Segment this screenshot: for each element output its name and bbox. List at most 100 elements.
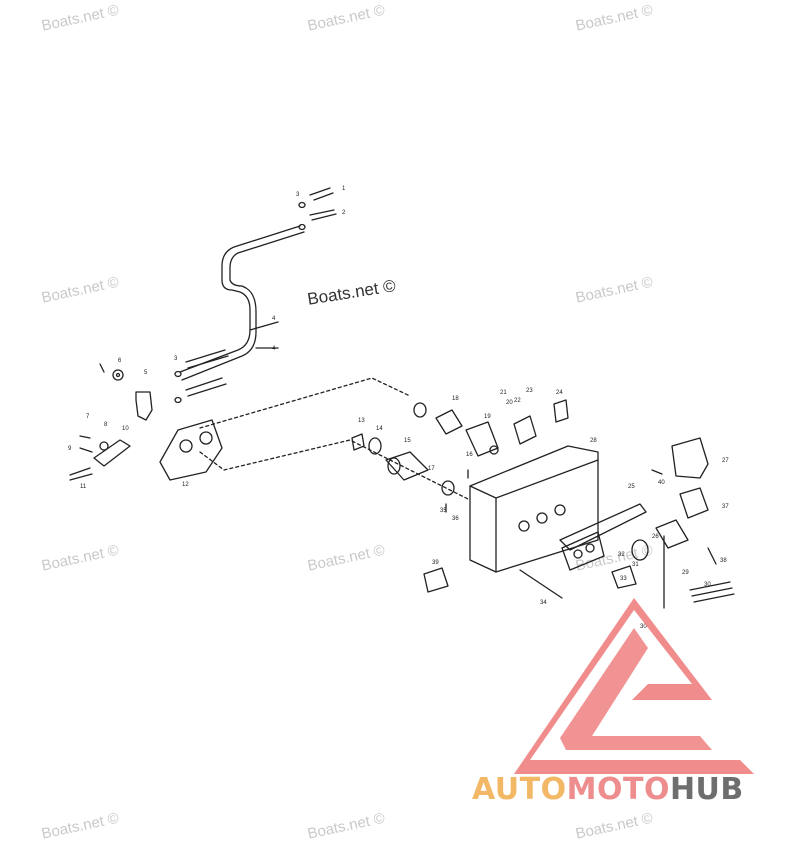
plate-hole	[179, 439, 193, 453]
mounting-plate	[159, 419, 223, 481]
callout-number: 10	[122, 426, 129, 432]
callout-number: 11	[80, 484, 87, 490]
callout-number: 4	[272, 316, 276, 322]
leader-dashed	[199, 377, 411, 429]
callout-number: 23	[526, 388, 533, 394]
logo-word-auto: AUTO	[472, 772, 567, 807]
callout-number: 28	[590, 438, 597, 444]
nut	[174, 370, 182, 378]
callout-number: 30	[640, 624, 647, 630]
knob-part	[351, 433, 365, 451]
callout-number: 14	[376, 426, 383, 432]
clip	[611, 565, 637, 589]
nut	[298, 201, 306, 209]
callout-number: 29	[682, 570, 689, 576]
callout-number: 33	[620, 576, 627, 582]
bracket	[135, 391, 153, 421]
plate-hole	[199, 431, 213, 445]
callout-number: 9	[68, 446, 72, 452]
small-parts	[79, 435, 93, 453]
callout-number: 12	[182, 482, 189, 488]
washer-hole	[115, 372, 121, 378]
callout-number: 19	[484, 414, 491, 420]
logo-wordmark: AUTOMOTOHUB	[472, 772, 744, 807]
callout-number: 3	[174, 356, 178, 362]
nut-hex	[435, 409, 463, 435]
callout-number: 7	[86, 414, 90, 420]
control-rod	[179, 225, 301, 373]
callout-number: 20	[506, 400, 513, 406]
callout-number: 22	[514, 398, 521, 404]
callout-number: 37	[722, 504, 729, 510]
nut	[298, 223, 306, 231]
callout-number: 3	[296, 192, 300, 198]
cable-end-2	[309, 209, 337, 221]
cable-end-3	[185, 349, 229, 369]
callout-number: 21	[500, 390, 507, 396]
label-plate	[423, 567, 449, 593]
callout-number: 15	[404, 438, 411, 444]
gasket	[561, 531, 605, 571]
shaft	[385, 451, 429, 481]
gasket-hole	[585, 543, 595, 553]
callout-number: 18	[452, 396, 459, 402]
pin	[489, 445, 499, 455]
callout-number: 40	[658, 480, 665, 486]
callout-number: 16	[466, 452, 473, 458]
nut	[174, 396, 182, 404]
callout-number: 38	[720, 558, 727, 564]
callout-number: 1	[342, 186, 346, 192]
callout-number: 25	[628, 484, 635, 490]
callout-number: 24	[556, 390, 563, 396]
callout-number: 30	[704, 582, 711, 588]
box-hole	[536, 512, 548, 524]
washer	[112, 369, 124, 381]
screw	[651, 469, 663, 475]
faceplate	[559, 503, 647, 551]
switch-bracket	[513, 415, 537, 445]
callout-number: 26	[652, 534, 659, 540]
cable-end-1	[309, 187, 334, 201]
leader-line	[249, 321, 279, 331]
grommet	[631, 539, 649, 561]
callout-number: 8	[104, 422, 108, 428]
callout-number: 34	[540, 600, 547, 606]
logo-mark	[514, 598, 754, 774]
callout-number: 35	[440, 508, 447, 514]
screw	[707, 547, 717, 565]
o-ring	[368, 437, 382, 455]
box-hole	[518, 520, 530, 532]
callout-number: 2	[342, 210, 346, 216]
box-hole	[554, 504, 566, 516]
callout-number: 6	[118, 358, 122, 364]
callout-number: 13	[358, 418, 365, 424]
cover	[671, 437, 709, 479]
callout-number: 5	[144, 370, 148, 376]
callout-number: 39	[432, 560, 439, 566]
logo-word-hub: HUB	[669, 772, 744, 807]
callout-number: 36	[452, 516, 459, 522]
lever-arm	[93, 439, 131, 467]
bracket	[655, 519, 689, 549]
cap	[413, 402, 427, 418]
bushing	[441, 480, 455, 496]
gasket-hole	[573, 549, 583, 559]
relay	[679, 487, 709, 519]
callout-number: 17	[428, 466, 435, 472]
lever-hub	[99, 441, 109, 451]
logo-inner	[560, 628, 712, 750]
bolt	[69, 467, 93, 481]
control-box	[469, 445, 599, 573]
callout-number: 31	[632, 562, 639, 568]
cable-end-4	[185, 377, 227, 397]
callout-number: 4	[272, 346, 276, 352]
pin-rod	[519, 569, 563, 599]
shaft-end	[387, 457, 401, 475]
logo-word-moto: MOTO	[566, 772, 670, 807]
shaft-sleeve	[465, 421, 499, 457]
callout-number: 27	[722, 458, 729, 464]
leader-dashed	[199, 439, 471, 501]
screw	[99, 363, 105, 373]
